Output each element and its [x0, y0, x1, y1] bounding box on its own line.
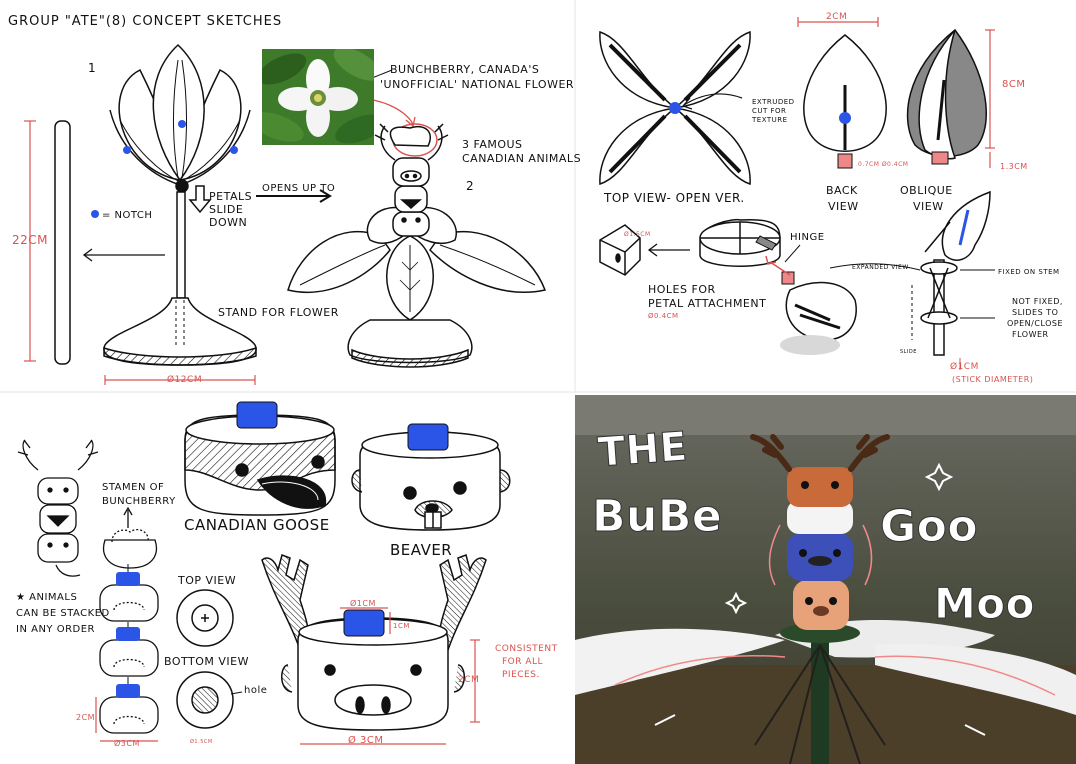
- holes-label-1: HOLES FOR: [648, 283, 716, 296]
- beaver-label: BEAVER: [390, 541, 453, 559]
- small-height-label: 1.3CM: [1000, 162, 1028, 171]
- hole-label: hole: [244, 685, 268, 696]
- notch-dot: [230, 146, 238, 154]
- small-dimension-label: Ø1.5CM: [624, 231, 651, 238]
- not-fixed-label-1: NOT FIXED,: [1012, 297, 1063, 306]
- peg-diameter-label: Ø1CM: [350, 599, 376, 608]
- moose-peg: [343, 609, 385, 637]
- piece-height-label: 2CM: [76, 713, 96, 722]
- height-label: 8CM: [1002, 79, 1026, 90]
- back-view-label-2: VIEW: [828, 200, 859, 213]
- stamen-label-2: BUNCHBERRY: [102, 496, 176, 507]
- back-view-label-1: BACK: [826, 184, 858, 197]
- page-title: GROUP "ATE"(8) CONCEPT SKETCHES: [8, 14, 283, 29]
- bottom-view-label: BOTTOM VIEW: [164, 655, 249, 668]
- bunchberry-photo: [262, 49, 374, 145]
- expanded-petal: [785, 281, 857, 341]
- animals-note-2: CAN BE STACKED: [16, 608, 110, 619]
- opens-up-label: OPENS UP TO: [262, 183, 336, 194]
- notch-legend-label: = NOTCH: [102, 210, 153, 221]
- stick-drawing: [24, 120, 71, 365]
- peg-blue: [116, 572, 140, 586]
- peg-blue: [116, 627, 140, 641]
- hole-diameter-label: Ø0.4CM: [648, 312, 679, 320]
- extruded-label-3: TEXTURE: [752, 116, 788, 124]
- goose-piece: [184, 414, 336, 516]
- peg-height-label: 1CM: [393, 622, 410, 630]
- step-number-1: 1: [88, 61, 97, 75]
- stack-pieces: [99, 506, 159, 734]
- step-number-2: 2: [466, 179, 475, 193]
- expanded-view-label: EXPANDED VIEW: [852, 264, 909, 271]
- oblique-view-label-2: VIEW: [913, 200, 944, 213]
- photo-title-moo: Moo: [933, 579, 1036, 628]
- photo-title-goo: Goo: [879, 501, 979, 552]
- top-bottom-views: [176, 589, 234, 729]
- small-hole-label: Ø1.5CM: [190, 739, 213, 745]
- moose-height-label: 2CM: [458, 675, 480, 685]
- consistent-label-1: CONSISTENT: [495, 644, 558, 654]
- open-flower-drawing: [287, 123, 547, 368]
- consistent-label-2: FOR ALL: [502, 657, 544, 667]
- width-label: 2CM: [826, 12, 848, 22]
- top-view-small-label: TOP VIEW: [178, 574, 237, 587]
- stand-drawing: [103, 297, 257, 366]
- notch-dot: [123, 146, 131, 154]
- down-label: DOWN: [209, 216, 248, 229]
- moose-piece: [261, 554, 487, 731]
- hinge-label: HINGE: [790, 232, 825, 243]
- not-fixed-label-2: SLIDES TO: [1012, 308, 1059, 317]
- moose-diameter-label: Ø 3CM: [348, 735, 384, 746]
- holes-label-2: PETAL ATTACHMENT: [648, 297, 767, 310]
- top-view-petals: [599, 30, 751, 186]
- stick-length-label: 22CM: [12, 233, 49, 247]
- goose-peg: [236, 401, 278, 429]
- wedge-piece: [599, 224, 641, 276]
- mechanism-drawing: [911, 190, 991, 356]
- animals-note-1: ★ ANIMALS: [16, 592, 78, 603]
- photo-title-bube: BuBe: [591, 491, 723, 542]
- consistent-label-3: PIECES.: [502, 670, 540, 680]
- stand-label: STAND FOR FLOWER: [218, 306, 339, 319]
- extruded-label-2: CUT FOR: [752, 107, 787, 115]
- oblique-view-petal: [906, 28, 988, 160]
- animals-note-3: IN ANY ORDER: [16, 624, 96, 635]
- famous-label-1: 3 FAMOUS: [462, 138, 523, 151]
- prototype-photo: [575, 395, 1076, 764]
- bunchberry-label-1: BUNCHBERRY, CANADA'S: [390, 63, 540, 76]
- peg-blue: [116, 684, 140, 698]
- not-fixed-label-4: FLOWER: [1012, 330, 1049, 339]
- top-view-label: TOP VIEW- OPEN VER.: [604, 191, 745, 205]
- oblique-view-label-1: OBLIQUE: [900, 184, 953, 197]
- beaver-peg: [407, 423, 449, 451]
- back-view-petal: [803, 34, 887, 152]
- closed-flower-drawing: [109, 43, 251, 299]
- stacked-animals-small: [17, 439, 99, 577]
- stem-note-label: 0.7CM Ø0.4CM: [858, 161, 909, 168]
- stick-diameter-note: (STICK DIAMETER): [952, 375, 1034, 384]
- piece-diameter-label: Ø3CM: [114, 739, 140, 748]
- base-diameter-label: Ø12CM: [167, 375, 203, 385]
- petal-shadow: [780, 335, 840, 355]
- stamen-label-1: STAMEN OF: [102, 482, 165, 493]
- stick-diameter-label: Ø1CM: [950, 362, 979, 372]
- fixed-label: FIXED ON STEM: [998, 268, 1060, 276]
- notch-legend-dot: [91, 210, 99, 218]
- goose-label: CANADIAN GOOSE: [184, 516, 330, 534]
- center-notch: [669, 102, 681, 114]
- hub-pie: [699, 218, 781, 267]
- notch-dot: [178, 120, 186, 128]
- petals-label: PETALS: [209, 190, 253, 203]
- slide-label: SLIDE: [900, 349, 917, 355]
- slide-down-arrow: [188, 185, 212, 214]
- famous-label-2: CANADIAN ANIMALS: [462, 152, 582, 165]
- not-fixed-label-3: OPEN/CLOSE: [1007, 319, 1064, 328]
- slide-label: SLIDE: [209, 203, 244, 216]
- bunchberry-label-2: 'UNOFFICIAL' NATIONAL FLOWER: [380, 78, 575, 91]
- extruded-label-1: EXTRUDED: [752, 98, 795, 106]
- petal-stem-back: [837, 153, 853, 169]
- photo-title-the: THE: [596, 423, 690, 477]
